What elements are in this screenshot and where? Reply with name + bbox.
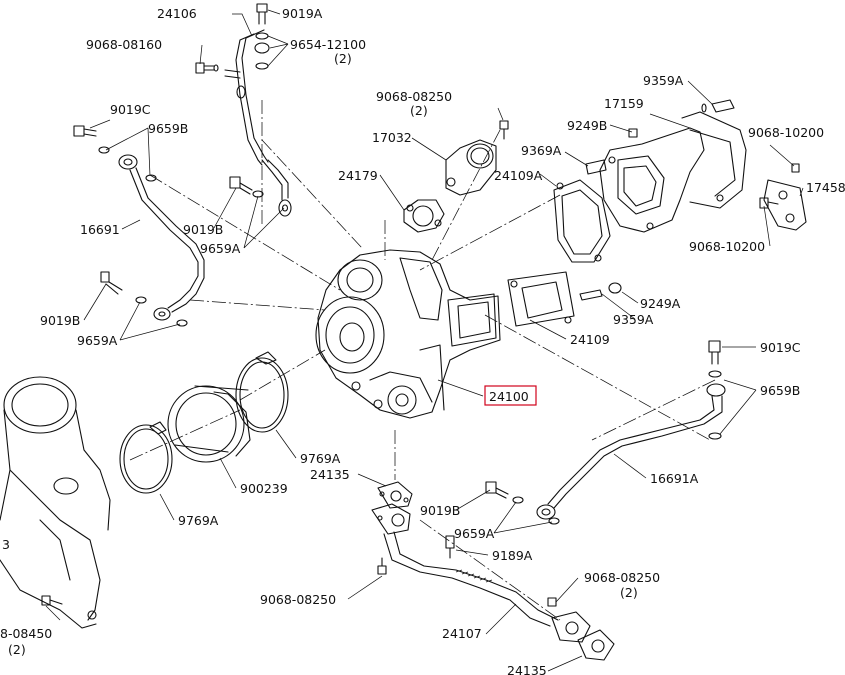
callout-9068-08250-bottom: 9068-08250 <box>584 570 660 585</box>
callout-24179: 24179 <box>338 168 378 183</box>
callout-24109: 24109 <box>570 332 610 347</box>
callout-labels: 24106 9019A 9654-12100 (2) 9068-08160 90… <box>0 6 845 675</box>
callout-9654-12100: 9654-12100 <box>290 37 366 52</box>
callout-9068-08250-top-qty: (2) <box>410 103 428 118</box>
callout-9249a: 9249A <box>640 296 681 311</box>
callout-9068-08160: 9068-08160 <box>86 37 162 52</box>
callout-9359a-mid: 9359A <box>613 312 654 327</box>
callout-17159: 17159 <box>604 96 644 111</box>
callout-24109a: 24109A <box>494 168 543 183</box>
callout-16691: 16691 <box>80 222 120 237</box>
callout-9068-08250-top: 9068-08250 <box>376 89 452 104</box>
intake-pipe-3 <box>0 376 111 629</box>
callout-9659a-bottom: 9659A <box>454 526 495 541</box>
intake-hose-900239 <box>119 351 289 494</box>
gasket-24109 <box>507 271 622 327</box>
callout-9249b: 9249B <box>567 118 607 133</box>
assembly-centerlines <box>129 100 716 621</box>
oil-feed-pipe-24106 <box>195 3 292 217</box>
leader-lines <box>45 9 804 672</box>
callout-17458: 17458 <box>806 180 845 195</box>
callout-9019c-right: 9019C <box>760 340 801 355</box>
oil-pipe-16691a <box>485 340 726 525</box>
callout-24107: 24107 <box>442 626 482 641</box>
callout-8-08450: 8-08450 <box>0 626 52 641</box>
callout-9659b-right: 9659B <box>760 383 800 398</box>
callout-9654-12100-qty: (2) <box>334 51 352 66</box>
callout-9068-08250-left: 9068-08250 <box>260 592 336 607</box>
callout-9769a-left: 9769A <box>178 513 219 528</box>
exhaust-elbow-17159 <box>585 99 807 233</box>
callout-9019c-left: 9019C <box>110 102 151 117</box>
callout-9659a-left: 9659A <box>200 241 241 256</box>
callout-24135-bottom: 24135 <box>507 663 547 675</box>
callout-3: 3 <box>2 537 10 552</box>
callout-9019b-bottom: 9019B <box>420 503 460 518</box>
callout-9659b-left: 9659B <box>148 121 188 136</box>
callout-900239: 900239 <box>240 481 288 496</box>
callout-8-08450-qty: (2) <box>8 642 26 657</box>
highlight-box-24100 <box>484 385 537 406</box>
callout-9068-10200-bottom: 9068-10200 <box>689 239 765 254</box>
callout-9019b-left2: 9019B <box>40 313 80 328</box>
outlet-elbow-17032 <box>403 120 509 233</box>
callout-9019b-left: 9019B <box>183 222 223 237</box>
callout-9369a: 9369A <box>521 143 562 158</box>
callout-9659a-left2: 9659A <box>77 333 118 348</box>
turbocharger-24100 <box>315 249 501 419</box>
callout-24135-top: 24135 <box>310 467 350 482</box>
callout-24100: 24100 <box>489 389 529 404</box>
callout-9359a-top: 9359A <box>643 73 684 88</box>
callout-16691a: 16691A <box>650 471 699 486</box>
callout-9068-08250-bottom-qty: (2) <box>620 585 638 600</box>
callout-24106: 24106 <box>157 6 197 21</box>
oil-pipe-16691 <box>73 125 264 327</box>
callout-9769a-right: 9769A <box>300 451 341 466</box>
callout-9189a: 9189A <box>492 548 533 563</box>
oil-drain-pipe-24107 <box>371 481 615 661</box>
gasket-24109a <box>553 179 611 263</box>
callout-17032: 17032 <box>372 130 412 145</box>
callout-9068-10200-top: 9068-10200 <box>748 125 824 140</box>
callout-9019a: 9019A <box>282 6 323 21</box>
